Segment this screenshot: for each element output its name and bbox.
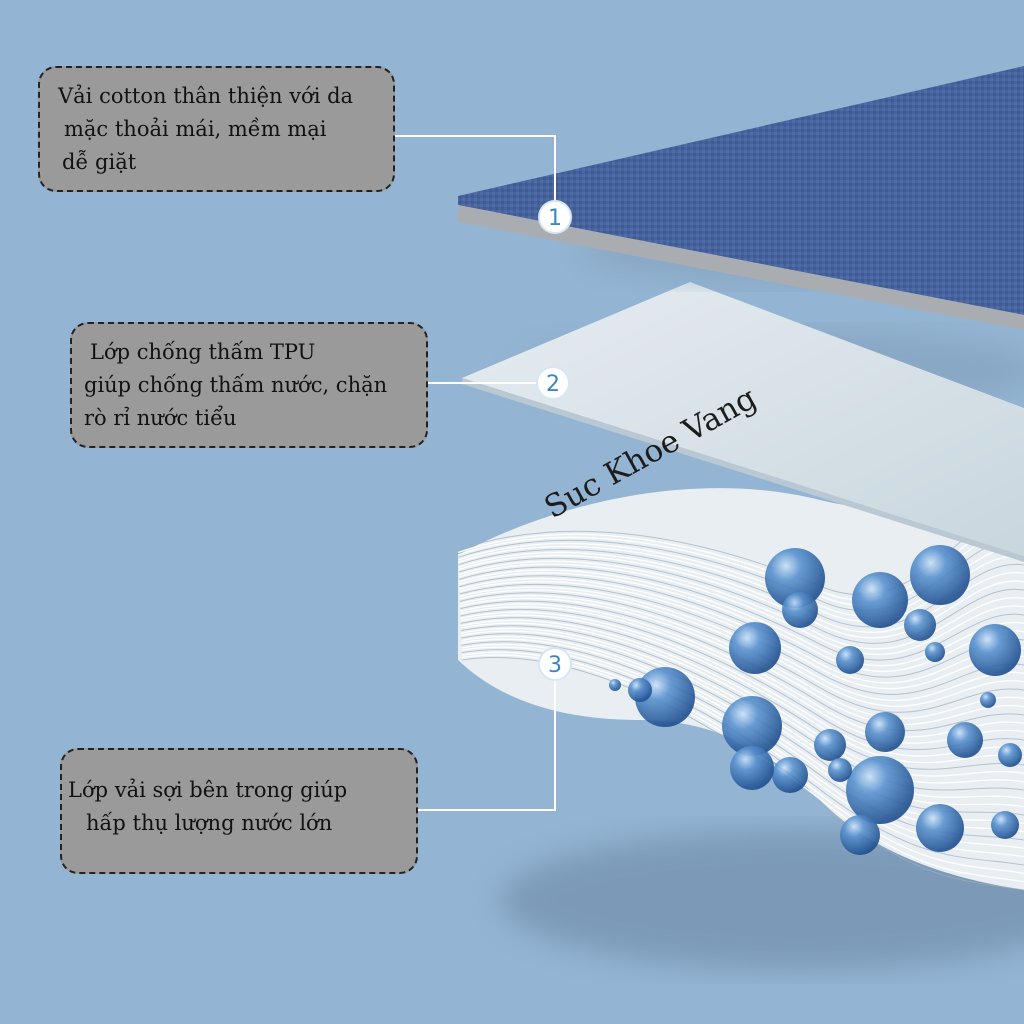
water-droplet	[852, 572, 908, 628]
water-droplet	[969, 624, 1021, 676]
fiber-shadow	[500, 830, 1024, 970]
fiber-strand	[457, 530, 1024, 607]
water-droplet	[828, 758, 852, 782]
leader-lines	[395, 135, 556, 811]
fiber-strand	[458, 569, 1024, 667]
fiber-strand	[459, 572, 1024, 673]
fiber-strand	[460, 617, 1024, 770]
fiber-strand	[460, 619, 1024, 777]
fiber-strand	[459, 583, 1024, 695]
water-droplet	[729, 622, 781, 674]
water-droplet	[910, 545, 970, 605]
fiber-strand	[458, 557, 1024, 644]
water-droplet	[916, 804, 964, 852]
fiber-strand	[459, 594, 1024, 719]
cotton-layer	[458, 66, 1024, 330]
callout-line: Lớp vải sợi bên trong giúp	[68, 778, 348, 802]
callout-fiber-layer: Lớp vải sợi bên trong giúp hấp thụ lượng…	[60, 748, 418, 874]
fiber-strand	[460, 627, 1024, 800]
badge-3: 3	[538, 647, 572, 681]
badge-1: 1	[538, 200, 572, 234]
water-droplet	[980, 692, 996, 708]
water-droplet	[904, 609, 936, 641]
water-droplet	[609, 679, 621, 691]
water-droplet	[730, 746, 774, 790]
water-droplet	[991, 811, 1019, 839]
fiber-strand	[459, 578, 1024, 684]
fiber-strand	[460, 600, 1024, 732]
svg-text:1: 1	[548, 206, 562, 231]
water-droplet	[998, 743, 1022, 767]
fiber-strand	[458, 563, 1024, 656]
callout-line: Lớp chống thấm TPU	[90, 340, 316, 364]
fiber-strand	[459, 580, 1024, 690]
fiber-strand	[460, 625, 1024, 791]
fiber-strand	[458, 566, 1024, 661]
water-droplet	[925, 642, 945, 662]
fiber-strand	[460, 614, 1024, 764]
water-droplet	[840, 815, 880, 855]
water-droplet	[722, 696, 782, 756]
callout-cotton-layer: Vải cotton thân thiện với da mặc thoải m…	[38, 66, 395, 192]
callout-line: mặc thoải mái, mềm mại	[64, 117, 327, 141]
fiber-strand	[458, 560, 1024, 650]
water-droplet	[628, 678, 652, 702]
tpu-layer	[462, 282, 1024, 556]
fiber-strand	[459, 589, 1024, 708]
water-droplet	[836, 646, 864, 674]
callout-line: hấp thụ lượng nước lớn	[86, 811, 333, 835]
water-droplet	[765, 548, 825, 608]
fiber-strand	[460, 622, 1024, 784]
water-droplet	[814, 729, 846, 761]
svg-text:2: 2	[546, 372, 560, 397]
water-droplets	[609, 545, 1022, 855]
callout-line: rò rỉ nước tiểu	[84, 406, 237, 430]
badge-2: 2	[536, 366, 570, 400]
fiber-strand	[459, 575, 1024, 678]
svg-text:3: 3	[548, 653, 562, 678]
fiber-strand	[459, 592, 1024, 713]
water-droplet	[772, 757, 808, 793]
fiber-strand	[459, 586, 1024, 702]
callout-line: giúp chống thấm nước, chặn	[84, 373, 388, 397]
water-droplet	[947, 722, 983, 758]
callout-tpu-layer: Lớp chống thấm TPU giúp chống thấm nước,…	[70, 322, 428, 448]
fiber-strand	[459, 597, 1024, 726]
water-droplet	[635, 667, 695, 727]
fiber-strand	[460, 630, 1024, 808]
water-droplet	[782, 592, 818, 628]
callout-line: dễ giặt	[62, 150, 137, 174]
water-droplet	[865, 712, 905, 752]
callout-line: Vải cotton thân thiện với da	[58, 84, 354, 108]
water-droplet	[846, 756, 914, 824]
fiber-strand	[461, 633, 1024, 816]
